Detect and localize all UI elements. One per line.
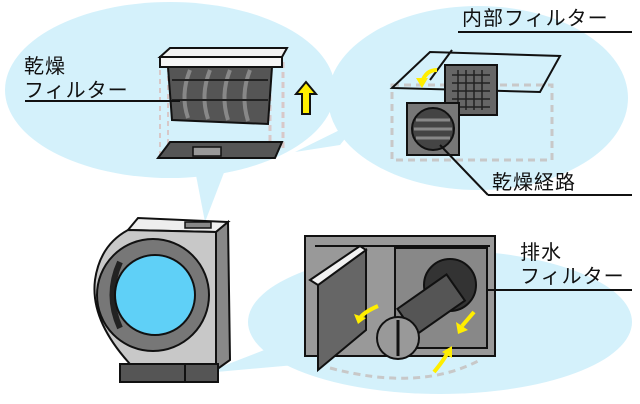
up-arrow-icon bbox=[293, 80, 319, 115]
yellow-arrows-icon bbox=[354, 304, 476, 374]
drying-filter-label-line1: 乾燥 bbox=[24, 54, 66, 78]
washing-machine-illustration bbox=[93, 216, 232, 383]
drain-filter-label-line2: フィルター bbox=[520, 264, 625, 288]
drying-filter-label-line2: フィルター bbox=[24, 78, 129, 102]
drying-filter-illustration bbox=[156, 47, 289, 159]
drain-filter-illustration bbox=[304, 235, 632, 380]
bubble-drying-filter bbox=[5, 2, 335, 222]
drying-path-label: 乾燥経路 bbox=[492, 170, 576, 194]
drain-filter-label-line1: 排水 bbox=[520, 240, 562, 264]
curved-arrow-icon bbox=[416, 68, 438, 88]
internal-filter-label: 内部フィルター bbox=[462, 6, 609, 30]
internal-filter-illustration bbox=[389, 31, 632, 196]
